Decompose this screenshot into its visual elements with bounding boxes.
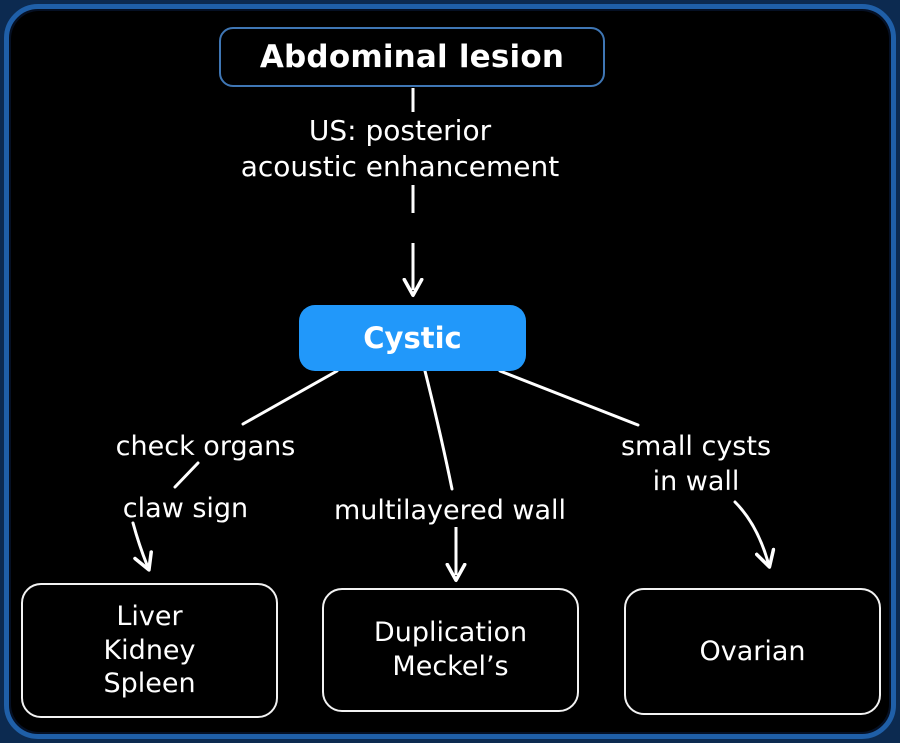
node-ovarian[interactable]: Ovarian [624, 588, 881, 715]
edge-label-small-cysts-in-wall: small cysts in wall [620, 431, 772, 498]
node-cystic[interactable]: Cystic [299, 305, 526, 371]
node-abdominal-lesion[interactable]: Abdominal lesion [219, 27, 605, 87]
edge-label-check-organs: check organs [115, 431, 296, 462]
edge-label-claw-sign: claw sign [122, 493, 249, 524]
edge-label-us-finding: US: posterior acoustic enhancement [240, 114, 560, 184]
node-liver-kidney-spleen[interactable]: Liver Kidney Spleen [21, 583, 278, 718]
node-duplication-meckels[interactable]: Duplication Meckel’s [322, 588, 579, 712]
edge-label-multilayered-wall: multilayered wall [333, 495, 567, 526]
